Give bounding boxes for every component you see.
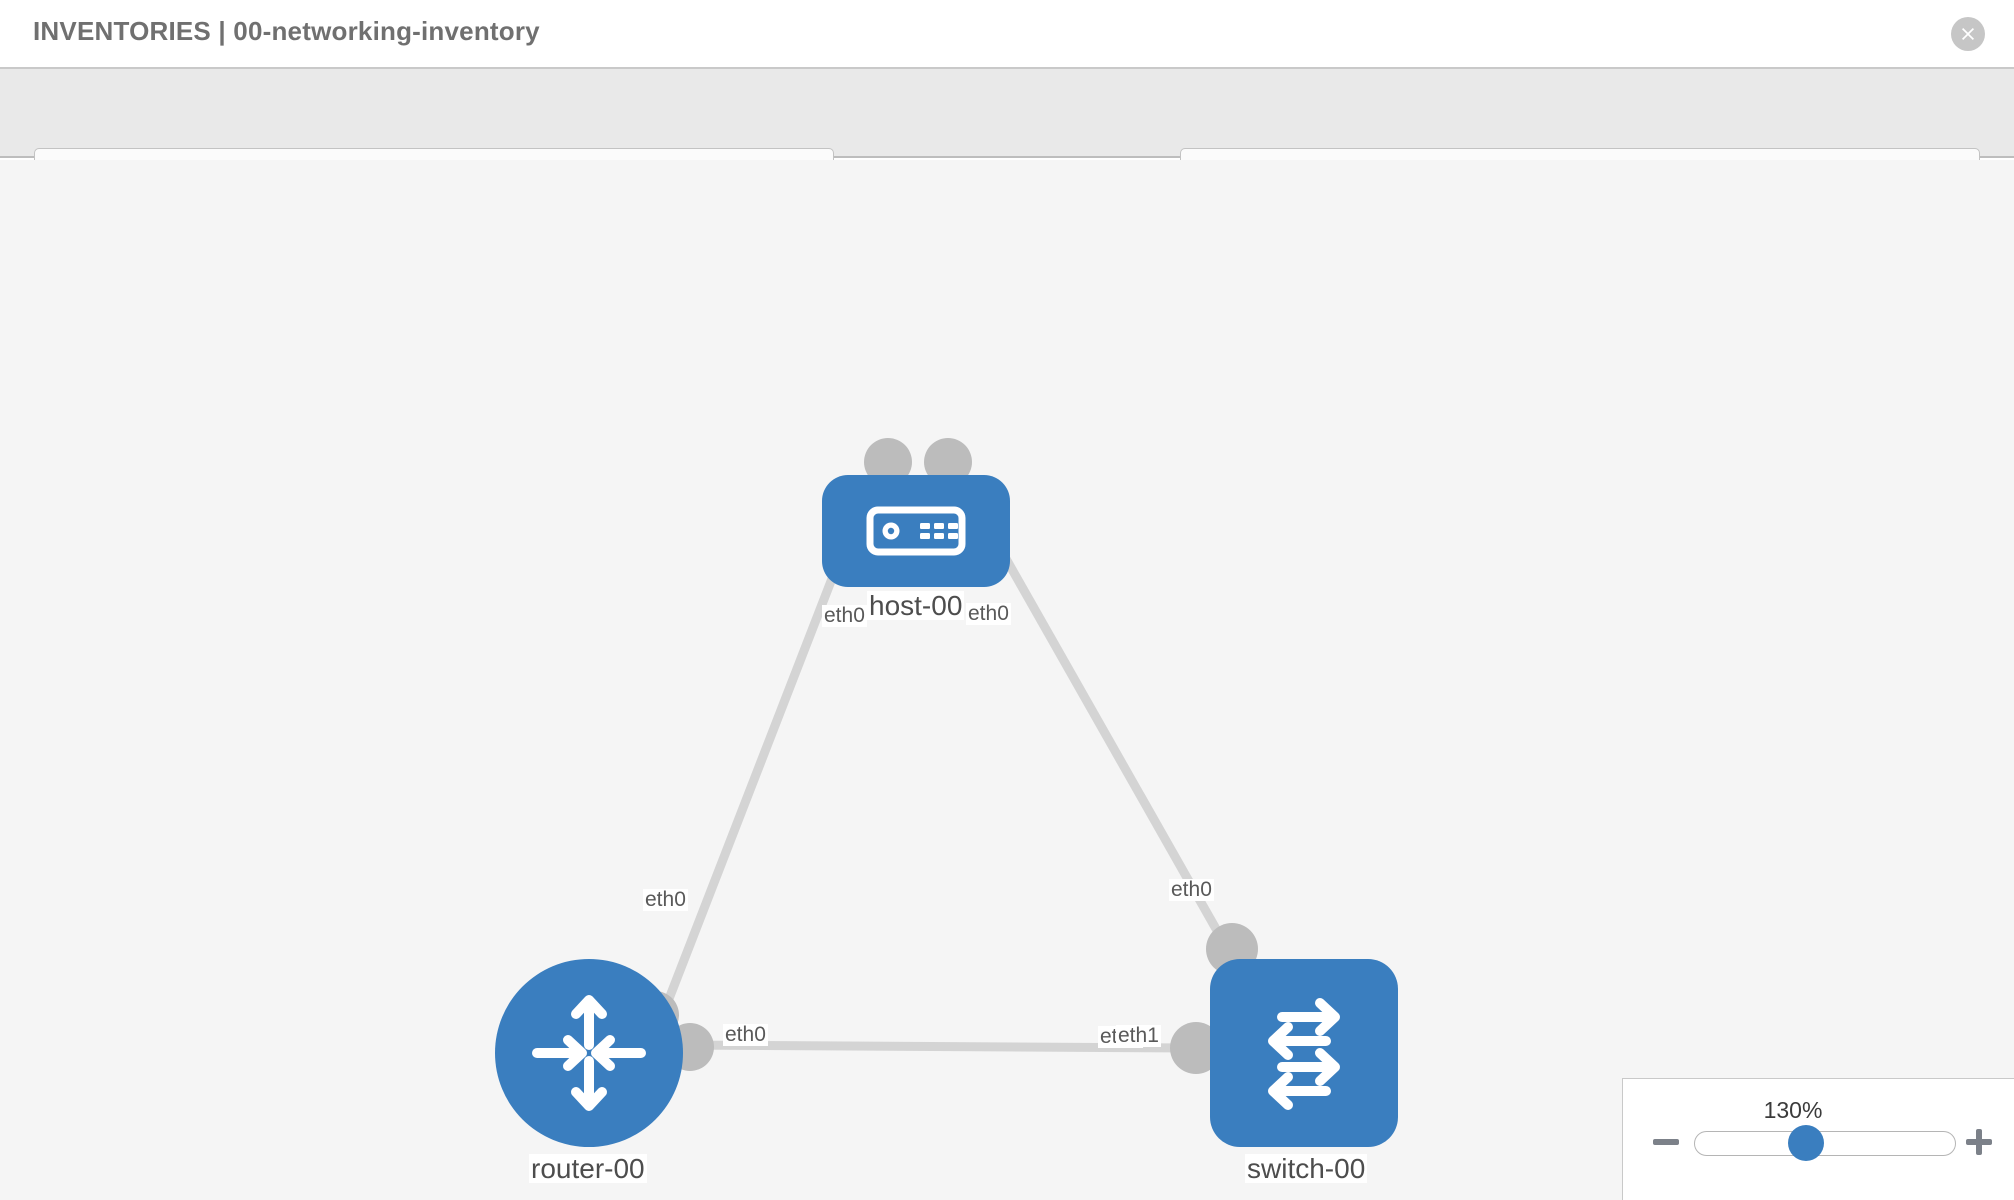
- node-switch-00[interactable]: [1210, 959, 1398, 1147]
- page-header: INVENTORIES | 00-networking-inventory: [0, 0, 2014, 69]
- zoom-in-button[interactable]: [1962, 1125, 1996, 1159]
- topology-canvas[interactable]: eth0 host-00 eth0 eth0 eth0 eth0 eth0 et…: [0, 160, 2014, 1200]
- node-label-router-00: router-00: [529, 1153, 647, 1184]
- zoom-out-button[interactable]: [1649, 1125, 1683, 1159]
- iface-label-host-eth0-left: eth0: [822, 604, 867, 628]
- iface-label-switch-eth1: eth1: [1116, 1024, 1161, 1048]
- close-icon: [1958, 24, 1978, 44]
- iface-label-router-eth0: eth0: [723, 1023, 768, 1047]
- node-label-switch-00: switch-00: [1245, 1153, 1368, 1184]
- iface-label-switch-uplink-eth0: eth0: [1169, 878, 1214, 902]
- minus-icon: [1649, 1125, 1683, 1159]
- zoom-level-label: 130%: [1763, 1097, 1823, 1123]
- node-label-host-00: host-00: [867, 590, 965, 621]
- zoom-slider-handle[interactable]: [1788, 1125, 1824, 1161]
- page-title: INVENTORIES | 00-networking-inventory: [33, 16, 540, 46]
- iface-label-host-eth0-right: eth0: [966, 602, 1011, 626]
- zoom-panel: 130%: [1622, 1078, 2014, 1200]
- topology-graph[interactable]: [0, 160, 2014, 1200]
- node-host-00[interactable]: [822, 475, 1010, 587]
- endpoint-host-right[interactable]: [924, 438, 972, 486]
- toolbar: ACTIONS SEARCH: [0, 69, 2014, 202]
- zoom-slider-track[interactable]: [1694, 1131, 1956, 1156]
- close-button[interactable]: [1951, 17, 1985, 51]
- endpoint-switch-left[interactable]: [1170, 1022, 1222, 1074]
- node-router-00[interactable]: [495, 959, 683, 1147]
- iface-label-router-uplink-eth0: eth0: [643, 888, 688, 912]
- plus-icon: [1962, 1125, 1996, 1159]
- endpoint-host-left[interactable]: [864, 438, 912, 486]
